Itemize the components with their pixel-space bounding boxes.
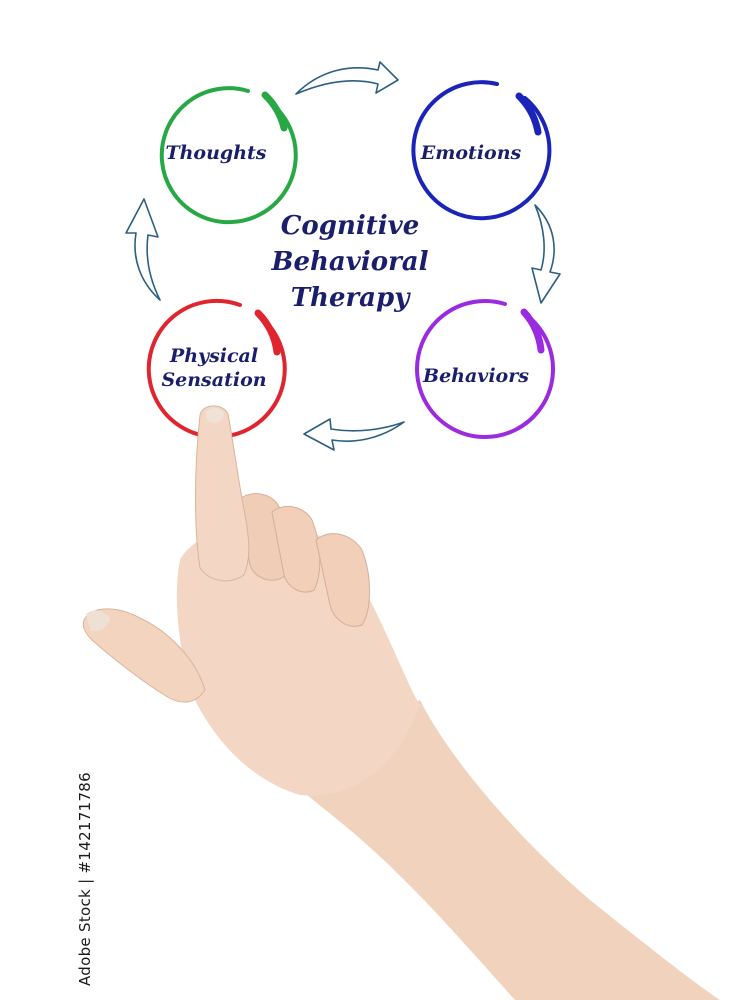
stock-watermark: Adobe Stock | #142171786 — [75, 772, 94, 986]
node-label-behaviors: Behaviors — [423, 365, 529, 387]
physical-line-1: Physical — [169, 345, 259, 367]
arrow-emotions-to-behaviors — [531, 204, 561, 304]
arrow-behaviors-to-physical — [303, 418, 405, 451]
diagram-title: Cognitive Behavioral Therapy — [245, 208, 455, 316]
node-label-physical-sensation: Physical Sensation — [144, 344, 284, 392]
title-line-2: Behavioral — [271, 247, 429, 277]
node-label-emotions: Emotions — [420, 142, 522, 164]
physical-sensation-circle — [146, 298, 287, 439]
pointing-hand — [82, 405, 720, 1000]
arrow-thoughts-to-emotions — [295, 61, 399, 95]
thoughts-circle — [159, 86, 298, 225]
title-line-3: Therapy — [290, 283, 410, 313]
behaviors-circle — [415, 299, 555, 439]
emotions-circle — [411, 80, 552, 221]
title-line-1: Cognitive — [280, 211, 420, 241]
node-label-thoughts: Thoughts — [165, 142, 267, 164]
arrow-physical-to-thoughts — [125, 198, 161, 301]
physical-line-2: Sensation — [161, 369, 267, 391]
